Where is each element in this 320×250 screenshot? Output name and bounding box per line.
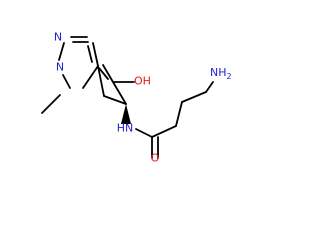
acid-oh-label: OH [134,75,151,88]
bond-ch2-alpha [103,95,127,105]
ring-n-top-label: N [54,31,62,44]
bond-ring-5 [92,42,99,67]
amine-subscript-2: 2 [227,72,232,81]
bond-nh-carbonyl [135,128,153,138]
bond-chain-2 [181,91,207,103]
bond-ring-ch2 [97,65,105,97]
bond-carboxyl-o-double [102,64,114,83]
imidazole-ring [58,36,99,89]
bond-alpha-nh-wedge [121,104,131,124]
amine-nh-text: NH [210,66,227,79]
amide-nh-label: HN [117,122,134,135]
ring-n-methyl-label: N [56,61,64,74]
bond-carboxyl-o-double-2 [98,67,109,80]
bond-n-methyl [41,94,61,114]
bond-alpha-carboxyl [112,81,127,105]
molecule-structure: N N OH HN O NH2 [41,31,232,165]
bond-ring-3 [62,74,71,89]
bond-carbonyl-chain [151,125,177,138]
bond-chain-1 [175,101,183,127]
amide-o-label: O [151,152,160,165]
amine-nh2-label: NH2 [210,66,232,81]
bond-chain-3 [205,81,214,93]
bond-ring-5-double [87,45,93,63]
bond-ring-4 [82,65,99,89]
bond-ring-2 [58,42,65,61]
